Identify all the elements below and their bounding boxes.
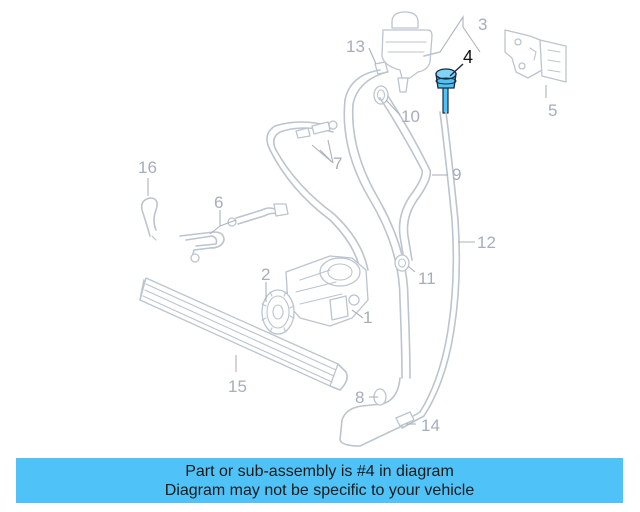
part-6-pipe[interactable] [179,203,289,263]
part-10-clamp[interactable] [373,85,389,105]
info-banner: Part or sub-assembly is #4 in diagram Di… [16,458,623,503]
callout-9: 9 [452,165,461,184]
banner-line-1: Part or sub-assembly is #4 in diagram [185,462,454,480]
callout-5: 5 [548,101,557,120]
banner-line-2: Diagram may not be specific to your vehi… [164,481,475,499]
callout-15: 15 [228,377,247,396]
part-3-reservoir[interactable] [381,11,441,93]
part-14-fitting[interactable] [395,411,415,427]
part-16-clip[interactable] [140,197,158,241]
callout-6: 6 [214,193,223,212]
callout-1: 1 [363,308,372,327]
part-5-bracket[interactable] [504,29,567,83]
callout-4: 4 [463,47,473,67]
part-7-fitting[interactable] [295,120,338,139]
part-2-pulley[interactable] [261,289,295,335]
callout-labels: 1 2 3 4 5 6 7 8 9 10 11 12 13 14 15 16 [138,15,557,435]
callout-2: 2 [261,265,270,284]
part-4-highlighted[interactable] [435,68,457,114]
leader-lines [147,15,547,425]
hose-lines [266,69,461,447]
callout-10: 10 [401,107,420,126]
callout-16: 16 [138,158,157,177]
callout-8: 8 [355,388,364,407]
callout-3: 3 [478,15,487,34]
callout-12: 12 [477,233,496,252]
part-15-cooler[interactable] [139,277,348,391]
callout-14: 14 [421,416,440,435]
part-11-clamp[interactable] [394,254,410,272]
part-4-leader [449,63,464,77]
callout-11: 11 [418,269,436,288]
callout-7: 7 [333,154,342,173]
callout-13: 13 [346,37,365,56]
part-1-pump[interactable] [285,255,369,327]
